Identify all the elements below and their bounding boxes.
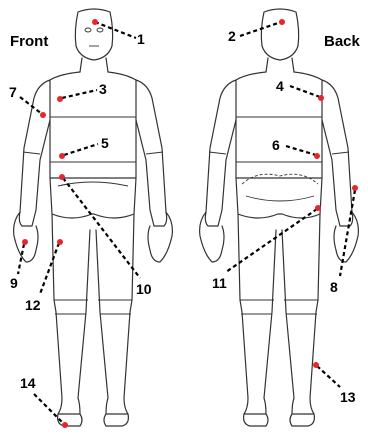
front-right-eye: [97, 28, 103, 32]
point-9-label: 9: [10, 275, 18, 291]
front-right-elbow-seam: [146, 152, 163, 154]
point-1-label: 1: [137, 31, 145, 47]
back-gluteal-line: [246, 196, 314, 201]
back-manikin: [200, 9, 359, 426]
point-7-dot: [40, 112, 46, 118]
measurement-dots: [22, 19, 358, 428]
back-right-hand: [334, 212, 358, 262]
point-1-dot: [92, 19, 98, 25]
front-right-foot: [104, 414, 128, 426]
point-7-label: 7: [9, 84, 17, 100]
leader-lines: [18, 22, 355, 424]
point-12-label: 12: [25, 297, 41, 313]
leader-3: [62, 90, 97, 98]
point-14-label: 14: [20, 375, 36, 391]
point-13-label: 13: [340, 389, 356, 405]
point-8-label: 8: [330, 279, 338, 295]
leader-11: [226, 209, 317, 272]
front-pelvis: [50, 178, 136, 218]
leader-12: [40, 243, 59, 294]
front-head: [75, 9, 112, 60]
point-8-dot: [352, 185, 358, 191]
point-11-label: 11: [212, 275, 227, 291]
point-10-label: 10: [136, 281, 152, 297]
point-4-label: 4: [276, 78, 284, 94]
point-9-dot: [22, 239, 28, 245]
leader-5: [64, 144, 98, 155]
point-13-dot: [313, 362, 319, 368]
point-11-dot: [315, 205, 321, 211]
point-14-dot: [62, 422, 68, 428]
leader-14: [34, 394, 64, 424]
front-left-hand: [14, 212, 38, 262]
back-left-hand: [200, 212, 224, 262]
back-right-elbow-seam: [332, 152, 349, 154]
back-buttock-dashed: [242, 174, 318, 184]
leader-6: [286, 146, 316, 155]
back-right-foot: [290, 414, 314, 426]
point-3-label: 3: [99, 81, 107, 97]
point-4-dot: [318, 95, 324, 101]
leader-10: [63, 178, 140, 278]
front-right-hand: [148, 212, 172, 262]
point-5-label: 5: [101, 135, 109, 151]
back-left-foot: [244, 414, 268, 426]
point-12-dot: [57, 239, 63, 245]
back-label: Back: [324, 33, 361, 50]
leader-2: [240, 22, 281, 36]
front-left-elbow-seam: [23, 152, 40, 154]
leader-8: [340, 190, 355, 276]
point-3-dot: [57, 96, 63, 102]
leader-13: [317, 366, 340, 387]
leader-4: [290, 86, 320, 97]
point-2-label: 2: [228, 28, 236, 44]
back-left-elbow-seam: [209, 152, 226, 154]
front-left-eye: [85, 28, 91, 32]
point-6-label: 6: [272, 137, 280, 153]
back-head: [261, 9, 298, 60]
front-label: Front: [10, 33, 48, 50]
point-5-dot: [59, 153, 65, 159]
point-10-dot: [59, 174, 65, 180]
point-2-dot: [279, 19, 285, 25]
back-pelvis: [236, 178, 322, 218]
point-6-dot: [314, 153, 320, 159]
leader-1: [95, 22, 136, 38]
